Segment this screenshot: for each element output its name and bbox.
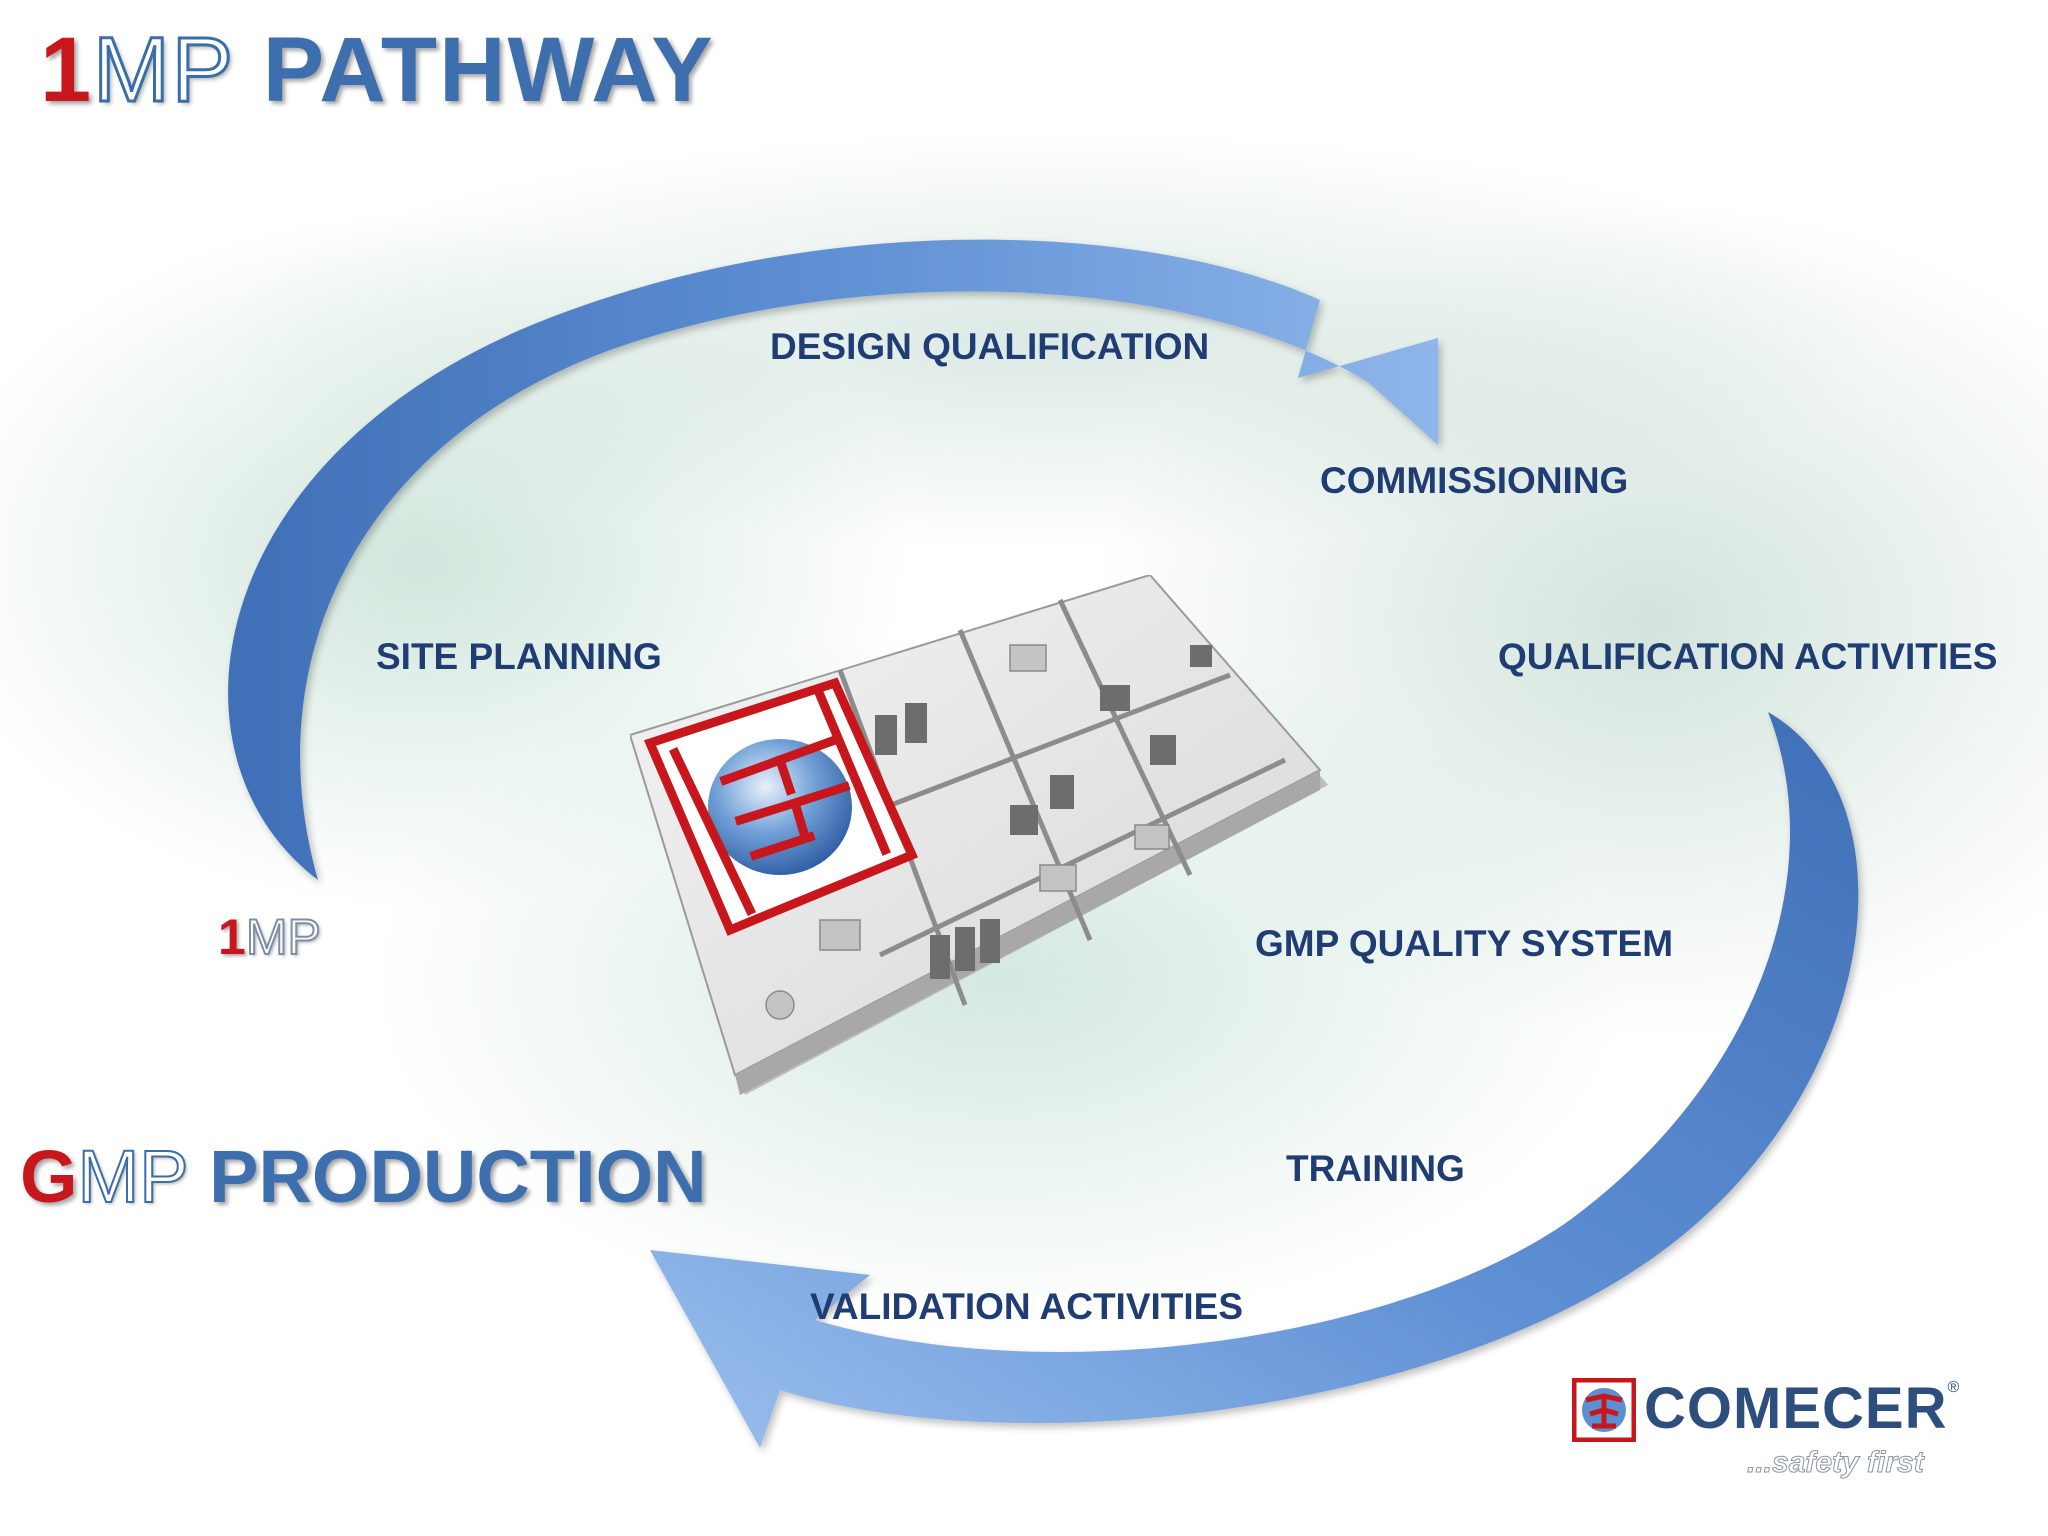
gmp-g: G xyxy=(20,1135,78,1218)
lower-cycle-arrow xyxy=(650,712,1859,1448)
step-validation-activities: VALIDATION ACTIVITIES xyxy=(810,1286,1244,1327)
step-gmp-quality-system: GMP QUALITY SYSTEM xyxy=(1255,923,1674,964)
step-site-planning: SITE PLANNING xyxy=(376,636,662,677)
facility-floorplan-icon xyxy=(630,575,1328,1095)
gmp-mp: MP xyxy=(77,1135,190,1218)
small-logo-number: 1 xyxy=(218,909,246,965)
step-design-qualification: DESIGN QUALIFICATION xyxy=(770,326,1210,367)
comecer-brand: COMECER® ...safety first xyxy=(1572,1372,1992,1502)
brand-name-text: COMECER xyxy=(1644,1376,1948,1441)
page-title: 1MP PATHWAY xyxy=(40,23,715,118)
small-1mp-logo: 1MP xyxy=(218,909,322,965)
gmp-production-word: PRODUCTION xyxy=(209,1135,707,1218)
step-commissioning: COMMISSIONING xyxy=(1320,460,1629,501)
title-letters: MP xyxy=(92,19,236,121)
gmp-production-label: GMP PRODUCTION xyxy=(20,1139,707,1215)
title-word: PATHWAY xyxy=(262,19,715,121)
brand-tagline: ...safety first xyxy=(1747,1446,1925,1479)
title-number: 1 xyxy=(40,19,94,121)
registered-mark: ® xyxy=(1947,1379,1961,1396)
upper-cycle-arrow xyxy=(228,239,1439,880)
brand-name: COMECER® xyxy=(1644,1380,1960,1438)
small-logo-letters: MP xyxy=(245,909,322,965)
step-qualification-activities: QUALIFICATION ACTIVITIES xyxy=(1498,636,1998,677)
comecer-logo-icon xyxy=(643,677,919,936)
comecer-brand-icon xyxy=(1572,1378,1636,1442)
step-training: TRAINING xyxy=(1286,1148,1465,1189)
